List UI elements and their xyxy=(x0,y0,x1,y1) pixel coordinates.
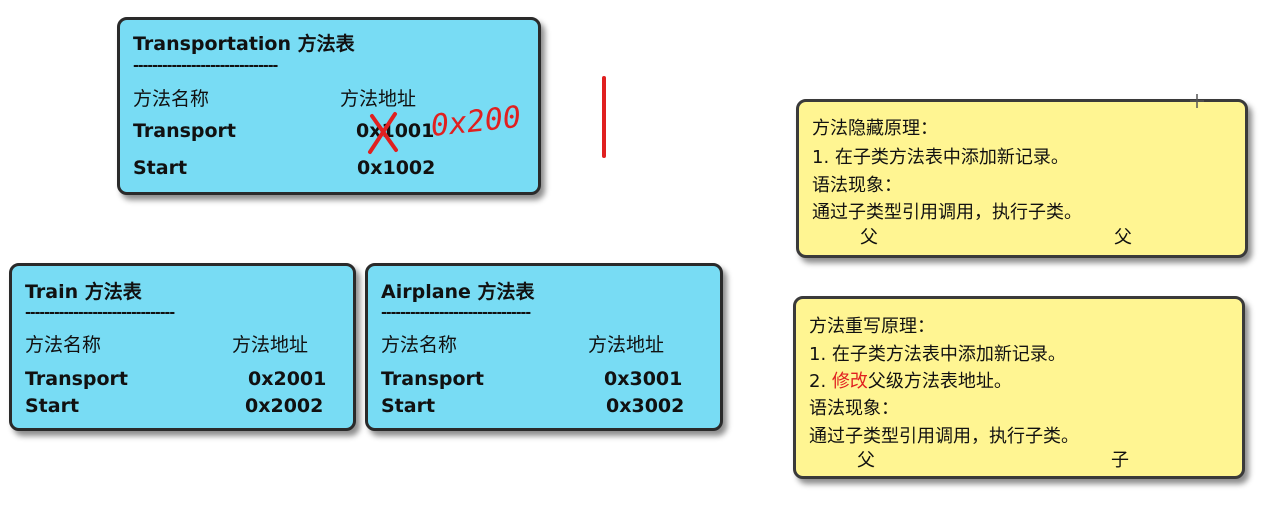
transportation-table-divider: ------------------------------ xyxy=(133,58,278,74)
cursor-crosshair-icon xyxy=(1190,94,1204,108)
transportation-row-addr: 0x1002 xyxy=(357,157,436,179)
override-note-step-2: 2. 修改父级方法表地址。 xyxy=(809,367,1012,393)
override-step-2-prefix: 2. xyxy=(809,371,832,392)
hiding-note-left-mark: 父 xyxy=(860,227,878,248)
transportation-table-title: Transportation 方法表 xyxy=(133,33,355,55)
method-override-note xyxy=(793,296,1245,479)
override-note-left-mark: 父 xyxy=(857,450,875,471)
airplane-row-name: Start xyxy=(381,395,436,417)
hiding-note-heading: 方法隐藏原理： xyxy=(812,118,938,139)
train-row-name: Start xyxy=(25,395,80,417)
transportation-col-addr-header: 方法地址 xyxy=(340,88,417,110)
method-hiding-note xyxy=(796,99,1248,258)
airplane-row-name: Transport xyxy=(381,368,485,390)
override-note-heading: 方法重写原理： xyxy=(809,316,935,337)
override-step-2-suffix: 父级方法表地址。 xyxy=(867,371,1012,392)
airplane-row-addr: 0x3001 xyxy=(604,368,683,390)
transportation-row-name: Transport xyxy=(133,120,237,142)
hiding-note-step-1: 1. 在子类方法表中添加新记录。 xyxy=(812,147,1069,168)
train-row-name: Transport xyxy=(25,368,129,390)
override-step-2-highlight: 修改 xyxy=(831,371,868,392)
airplane-row-addr: 0x3002 xyxy=(606,395,685,417)
override-note-step-1: 1. 在子类方法表中添加新记录。 xyxy=(809,344,1066,365)
strike-through-mark xyxy=(368,112,398,154)
train-row-addr: 0x2002 xyxy=(245,395,324,417)
handwritten-new-address: 0x200 xyxy=(429,100,522,144)
airplane-method-table xyxy=(365,263,723,431)
airplane-col-name-header: 方法名称 xyxy=(381,334,458,356)
hiding-note-right-mark: 父 xyxy=(1114,227,1132,248)
override-note-right-mark: 子 xyxy=(1111,450,1129,471)
train-table-title: Train 方法表 xyxy=(25,281,142,303)
train-method-table xyxy=(9,263,356,431)
transportation-row-name: Start xyxy=(133,157,188,179)
hiding-note-syntax-heading: 语法现象： xyxy=(812,175,902,196)
airplane-table-divider: ------------------------------- xyxy=(381,305,531,321)
train-col-name-header: 方法名称 xyxy=(25,334,102,356)
override-note-syntax-heading: 语法现象： xyxy=(809,398,899,419)
transportation-col-name-header: 方法名称 xyxy=(133,88,210,110)
override-note-syntax: 通过子类型引用调用，执行子类。 xyxy=(809,426,1079,447)
hiding-note-syntax: 通过子类型引用调用，执行子类。 xyxy=(812,202,1082,223)
transportation-row-addr: 0x1001 xyxy=(356,120,435,142)
train-col-addr-header: 方法地址 xyxy=(232,334,309,356)
transportation-method-table xyxy=(117,17,541,195)
train-row-addr: 0x2001 xyxy=(248,368,327,390)
train-table-divider: ------------------------------- xyxy=(25,305,175,321)
airplane-col-addr-header: 方法地址 xyxy=(588,334,665,356)
airplane-table-title: Airplane 方法表 xyxy=(381,281,535,303)
